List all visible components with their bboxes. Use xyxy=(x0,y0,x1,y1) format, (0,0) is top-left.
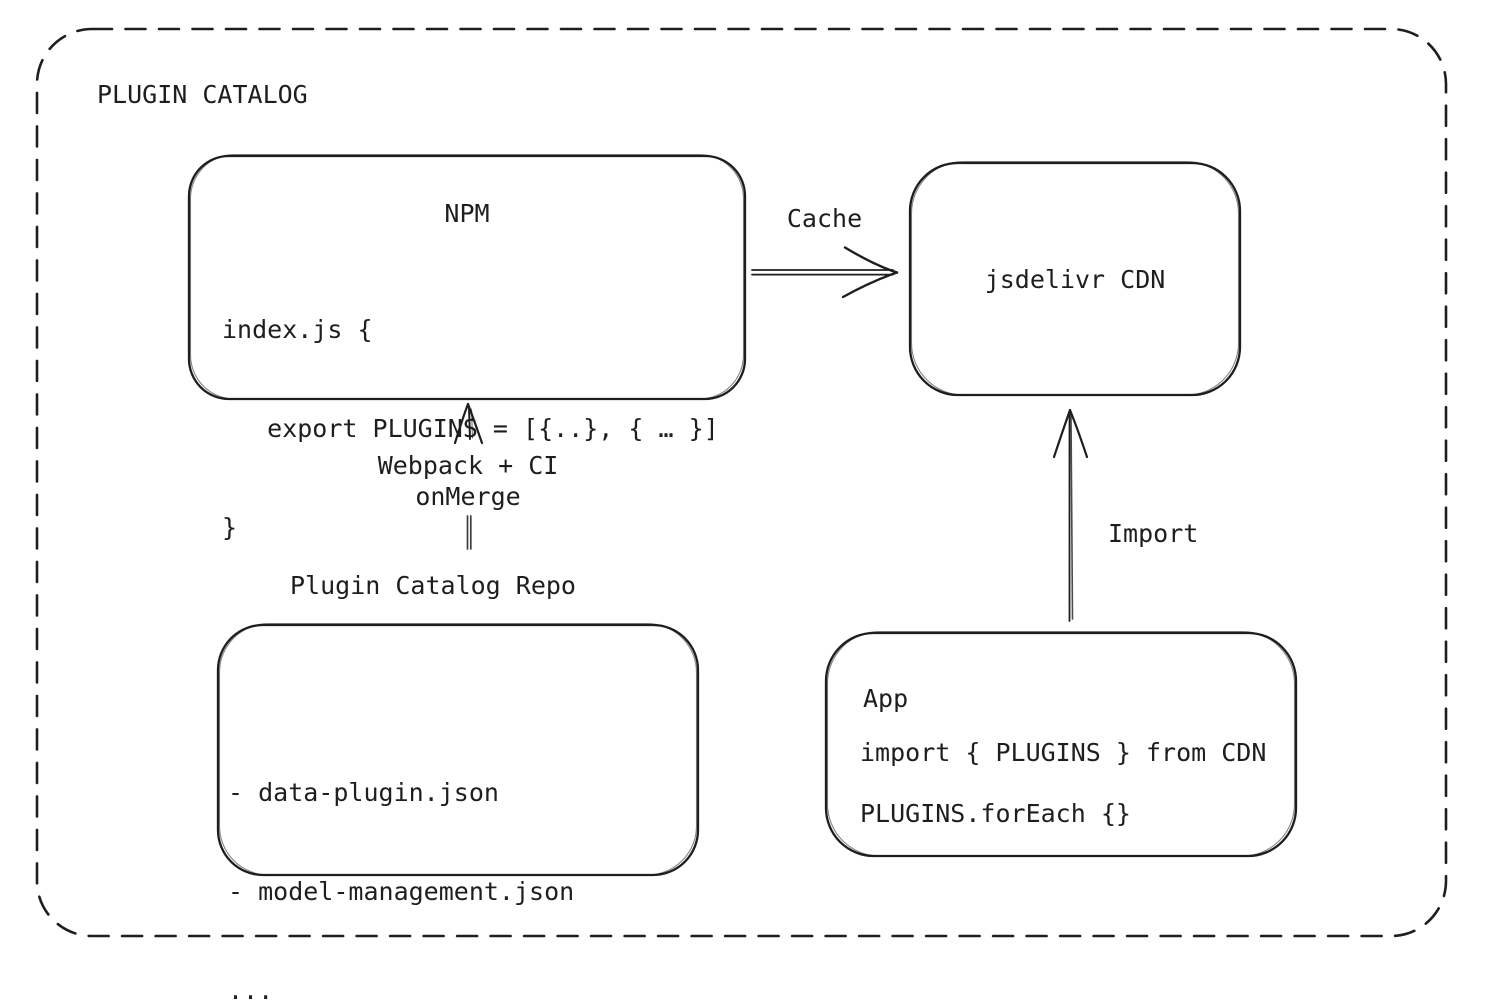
catalog-title: PLUGIN CATALOG xyxy=(97,80,308,109)
cdn-box xyxy=(908,160,1242,397)
npm-code-line: export PLUGINS = [{..}, { … }] xyxy=(222,414,719,443)
npm-code-line: } xyxy=(222,513,238,542)
npm-code-line: index.js { xyxy=(222,315,373,344)
cache-arrow-label: Cache xyxy=(786,204,863,233)
app-box-title: App xyxy=(863,684,909,713)
app-code-line: PLUGINS.forEach {} xyxy=(860,799,1131,828)
repo-box-label: Plugin Catalog Repo xyxy=(290,571,576,600)
npm-box xyxy=(187,153,747,401)
repo-file-list: - data-plugin.json - model-management.js… xyxy=(228,710,574,1002)
build-arrow-label-line2: onMerge xyxy=(415,482,521,511)
app-code-line: import { PLUGINS } from CDN xyxy=(860,738,1267,767)
repo-box xyxy=(216,622,700,877)
npm-box-title: NPM xyxy=(444,199,490,228)
import-arrow-label: Import xyxy=(1108,519,1199,548)
cdn-box-title: jsdelivr CDN xyxy=(984,265,1166,294)
build-arrow xyxy=(453,402,484,550)
import-arrow xyxy=(1052,408,1089,622)
npm-code-block: index.js { export PLUGINS = [{..}, { … }… xyxy=(222,247,719,610)
cache-arrow xyxy=(751,246,899,299)
repo-file-item: - data-plugin.json xyxy=(228,778,499,807)
repo-file-item: - model-management.json xyxy=(228,877,575,906)
catalog-boundary-box xyxy=(35,27,1448,938)
repo-file-item: ... xyxy=(228,976,274,1002)
app-box xyxy=(824,630,1298,858)
build-arrow-label-line1: Webpack + CI xyxy=(377,451,559,480)
